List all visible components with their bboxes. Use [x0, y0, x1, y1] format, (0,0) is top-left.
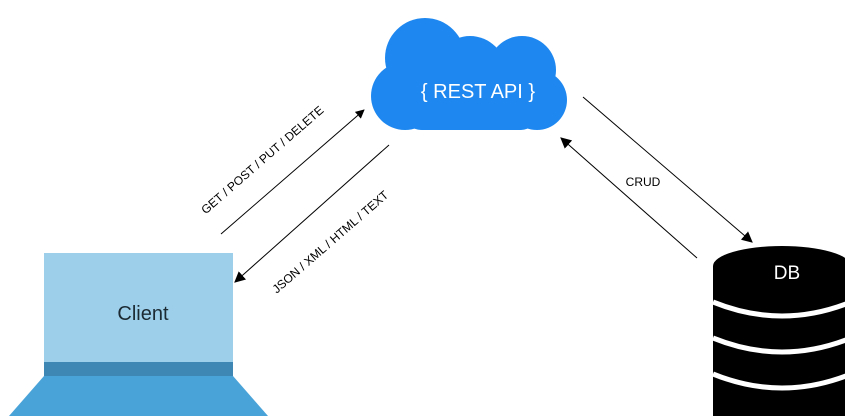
response-arrow: [234, 144, 390, 283]
request-arrow: [220, 109, 365, 235]
request-methods-label: GET / POST / PUT / DELETE: [198, 103, 326, 217]
crud-arrow-to-api: [560, 137, 698, 259]
response-formats-label: JSON / XML / HTML / TEXT: [270, 187, 392, 296]
laptop-hinge: [44, 362, 233, 376]
cloud-icon: [371, 18, 567, 130]
crud-arrow-to-db: [582, 96, 753, 243]
database-label: DB: [774, 263, 800, 284]
cloud-label: { REST API }: [421, 81, 535, 103]
database: DB: [712, 246, 845, 416]
rest-api-cloud: { REST API }: [371, 18, 567, 130]
laptop-base: [9, 376, 268, 416]
database-icon: [712, 246, 845, 416]
client-laptop: Client: [9, 253, 268, 416]
crud-label: CRUD: [626, 175, 661, 189]
laptop-screen: [44, 253, 233, 366]
client-label: Client: [117, 303, 169, 325]
